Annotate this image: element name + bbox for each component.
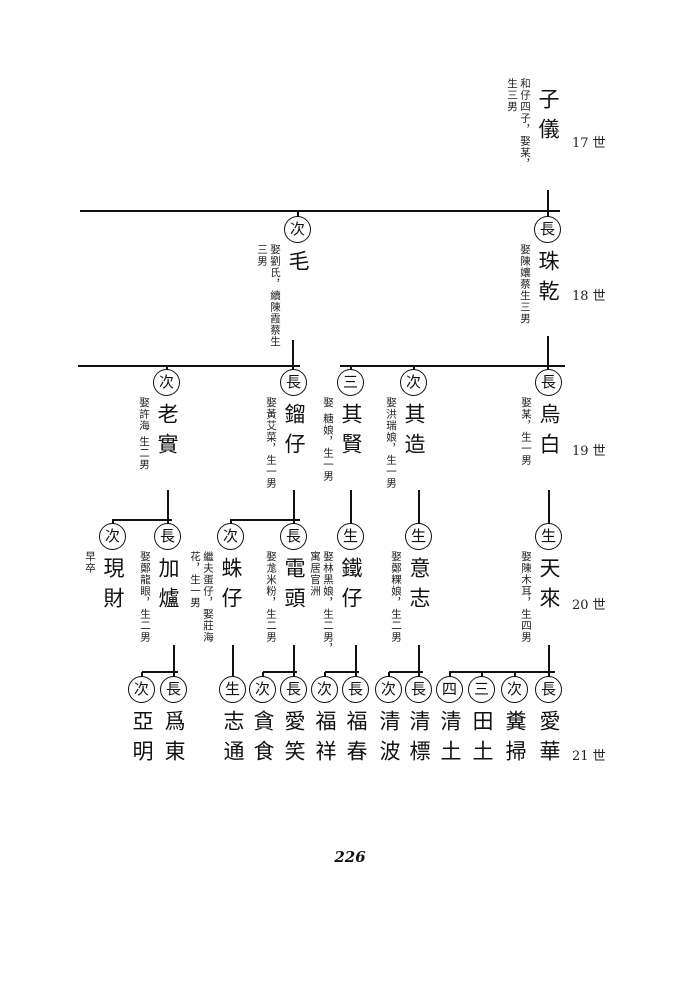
person-note: 早卒	[84, 551, 96, 574]
rank-mark: 次	[217, 523, 244, 550]
person-name: 志通	[221, 710, 245, 770]
person-name: 意志	[407, 557, 431, 617]
person-name: 糞掃	[503, 710, 527, 770]
rank-mark: 次	[375, 676, 402, 703]
person-note: 娶鄭龍眼，生二男	[139, 551, 151, 643]
rank-mark: 次	[153, 369, 180, 396]
person-name: 其造	[402, 403, 426, 463]
rank-mark: 次	[400, 369, 427, 396]
person-name: 烏白	[537, 403, 561, 463]
rank-mark: 長	[280, 676, 307, 703]
rank-mark: 長	[160, 676, 187, 703]
person-name: 貪食	[251, 710, 275, 770]
rank-mark: 長	[535, 369, 562, 396]
rank-mark: 長	[154, 523, 181, 550]
person-name: 老實	[155, 403, 179, 463]
rank-mark: 生	[535, 523, 562, 550]
rank-mark: 次	[284, 216, 311, 243]
person-name: 清標	[407, 710, 431, 770]
person-name: 加爐	[156, 557, 180, 617]
person-name: 清波	[377, 710, 401, 770]
person-note: 娶某，生一男	[520, 397, 532, 466]
person-name: 田土	[470, 710, 494, 770]
rank-mark: 長	[534, 216, 561, 243]
generation-label: 20 世	[572, 598, 606, 613]
person-name: 爲東	[162, 710, 186, 770]
person-note: 娶陳木耳，生四男	[520, 551, 532, 643]
rank-mark: 次	[99, 523, 126, 550]
generation-label: 19 世	[572, 444, 606, 459]
rank-mark: 三	[468, 676, 495, 703]
person-note: 娶陳孃蔡生三男	[519, 244, 531, 325]
page-number: 226	[334, 848, 366, 866]
rank-mark: 長	[535, 676, 562, 703]
person-note: 娶尨米粉，生二男	[265, 551, 277, 643]
person-name: 清土	[438, 710, 462, 770]
person-name: 亞明	[130, 710, 154, 770]
person-name: 蛛仔	[219, 557, 243, 617]
person-name: 現財	[101, 557, 125, 617]
person-name: 福春	[344, 710, 368, 770]
person-name: 鐵仔	[339, 557, 363, 617]
rank-mark: 生	[405, 523, 432, 550]
rank-mark: 生	[337, 523, 364, 550]
person-name: 愛笑	[282, 710, 306, 770]
rank-mark: 四	[436, 676, 463, 703]
person-name: 福祥	[313, 710, 337, 770]
person-note: 娶黃艾菜，生一男	[265, 397, 277, 489]
rank-mark: 長	[280, 523, 307, 550]
rank-mark: 生	[219, 676, 246, 703]
person-name: 鎦仔	[282, 403, 306, 463]
person-name: 毛	[286, 250, 310, 280]
person-note: 娶洪瑞娘，生一男	[385, 397, 397, 489]
person-note: 娶劉氏，續陳霞蔡生三男	[256, 244, 281, 348]
person-note: 娶鄭粿娘，生二男	[390, 551, 402, 643]
person-note: 娶許海 生二男	[138, 397, 150, 471]
rank-mark: 長	[405, 676, 432, 703]
rank-mark: 次	[311, 676, 338, 703]
rank-mark: 次	[249, 676, 276, 703]
rank-mark: 長	[342, 676, 369, 703]
person-name: 珠乾	[536, 250, 560, 310]
person-name: 愛華	[537, 710, 561, 770]
person-name: 其賢	[339, 403, 363, 463]
rank-mark: 長	[280, 369, 307, 396]
person-name: 天來	[537, 557, 561, 617]
person-note: 娶林黑娘，生二男，寓居官洲	[309, 551, 334, 655]
rank-mark: 次	[501, 676, 528, 703]
person-note: 繼夫蛋仔，娶莊海花，生一男	[189, 551, 214, 643]
generation-label: 17 世	[572, 136, 606, 151]
person-note: 娶 糖娘，生一男	[322, 397, 334, 482]
person-name: 子儀	[536, 88, 560, 148]
rank-mark: 三	[337, 369, 364, 396]
generation-label: 21 世	[572, 749, 606, 764]
rank-mark: 次	[128, 676, 155, 703]
generation-label: 18 世	[572, 289, 606, 304]
person-name: 電頭	[282, 557, 306, 617]
person-note: 和仔四子，娶某，生三男	[506, 78, 531, 170]
